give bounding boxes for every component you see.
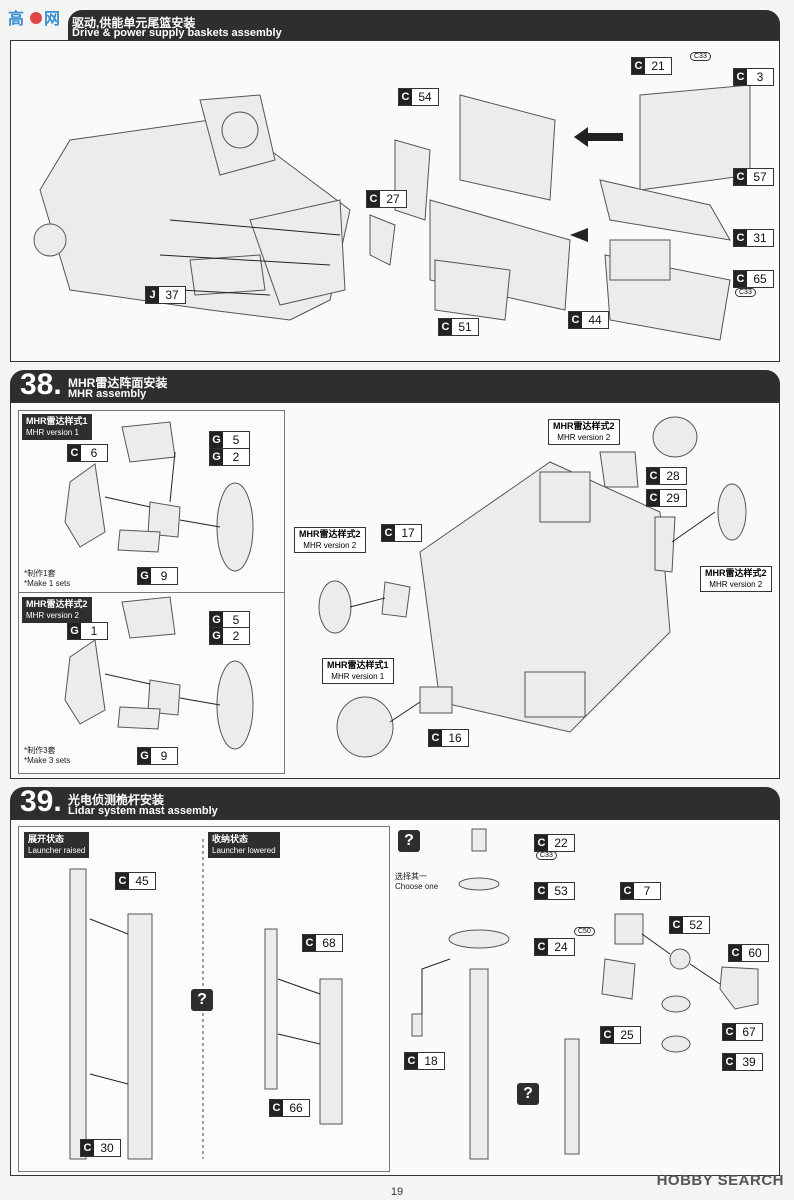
hobby-logo-icon: 高 网 bbox=[8, 9, 60, 28]
baskets-drawing bbox=[33, 84, 751, 341]
section-39-title-cn: 光电侦测桅杆安装 bbox=[68, 793, 165, 807]
choose-one-icon: ? bbox=[398, 830, 420, 852]
section-number-38: 38. bbox=[20, 368, 62, 401]
section-39-title-en: Lidar system mast assembly bbox=[68, 805, 218, 817]
svg-text:网: 网 bbox=[44, 9, 60, 28]
section-header-baskets: 驱动,供能单元尾篮安装 Drive & power supply baskets… bbox=[68, 10, 780, 40]
section-title-en: Drive & power supply baskets assembly bbox=[72, 27, 282, 39]
section-number-39: 39. bbox=[20, 785, 62, 818]
section-38-title-cn: MHR雷达阵面安装 bbox=[68, 376, 168, 390]
mast-drawing bbox=[69, 828, 759, 1160]
page-number: 19 bbox=[390, 1186, 404, 1198]
section-38-title-en: MHR assembly bbox=[68, 388, 147, 400]
watermark-text: HOBBY SEARCH bbox=[656, 1172, 784, 1189]
section-header-38: 38. MHR雷达阵面安装 MHR assembly bbox=[10, 368, 780, 402]
question-icon-mid: ? bbox=[517, 1083, 539, 1105]
note-make-3: *制作3套*Make 3 sets bbox=[24, 746, 71, 765]
tag-c33-1: C33 bbox=[690, 52, 711, 61]
tag-c50: C50 bbox=[574, 927, 595, 936]
section-title-cn: 驱动,供能单元尾篮安装 bbox=[72, 16, 196, 30]
section-header-39: 39. 光电侦测桅杆安装 Lidar system mast assembly bbox=[10, 785, 780, 819]
tag-c33-3: C33 bbox=[536, 851, 557, 860]
tag-c33-2: C33 bbox=[735, 288, 756, 297]
question-icon-left: ? bbox=[191, 989, 213, 1011]
svg-text:高: 高 bbox=[8, 9, 24, 28]
mhr-drawing bbox=[64, 416, 747, 758]
note-make-1: *制作1套*Make 1 sets bbox=[24, 569, 71, 588]
